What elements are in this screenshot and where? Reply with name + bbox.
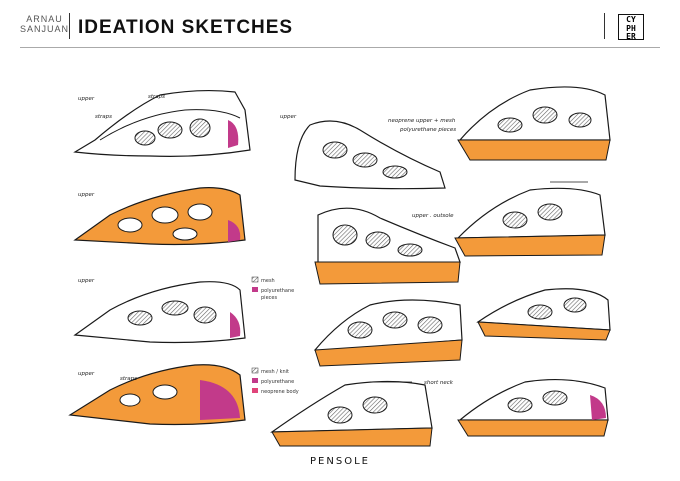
header: ARNAU SANJUAN IDEATION SKETCHES CY PH ER xyxy=(0,0,680,50)
annotation-upper-outsole: upper . outsole xyxy=(412,213,454,219)
sketch-sheet: upper straps straps upper upper mesh pol… xyxy=(68,86,611,447)
svg-text:mesh / knit: mesh / knit xyxy=(261,369,289,375)
author-name: ARNAU SANJUAN xyxy=(20,14,69,34)
svg-text:pieces: pieces xyxy=(261,295,277,301)
header-divider-right xyxy=(604,13,605,39)
svg-text:mesh: mesh xyxy=(261,278,275,284)
shoe-sketch-8: short neck xyxy=(270,380,454,447)
shoe-sketch-2: upper xyxy=(73,187,246,246)
shoe-sketch-5: upper neoprene upper + mesh polyurethane… xyxy=(280,114,456,190)
shoe-sketch-12 xyxy=(457,378,609,437)
legend-materials-2: mesh / knit polyurethane neoprene body xyxy=(251,367,299,395)
author-first-name: ARNAU xyxy=(26,14,63,24)
cypher-logo: CY PH ER xyxy=(618,14,644,41)
shoe-sketch-6: upper . outsole xyxy=(314,207,461,285)
legend-materials-1: mesh polyurethane pieces xyxy=(251,276,294,301)
shoe-sketch-7 xyxy=(314,299,463,367)
annotation-neoprene: neoprene upper + mesh xyxy=(388,118,456,124)
header-rule xyxy=(20,47,660,48)
svg-text:polyurethane: polyurethane xyxy=(261,379,294,385)
svg-text:polyurethane: polyurethane xyxy=(261,288,294,294)
shoe-sketch-9 xyxy=(457,86,611,161)
page-title: IDEATION SKETCHES xyxy=(78,17,294,38)
shoe-sketch-3: upper xyxy=(73,278,246,344)
shoe-sketch-11 xyxy=(476,288,611,341)
svg-text:neoprene body: neoprene body xyxy=(261,389,299,395)
header-divider-left xyxy=(69,13,70,39)
annotation-upper: upper xyxy=(78,192,95,198)
annotation-straps: straps xyxy=(95,114,112,120)
annotation-upper: upper xyxy=(78,278,95,284)
shoe-sketch-10 xyxy=(454,181,606,257)
pensole-logo: PENSOLE xyxy=(310,456,370,467)
shoe-sketch-4: upper straps xyxy=(68,364,246,426)
annotation-upper: upper xyxy=(78,96,95,102)
shoe-sketch-1: upper straps straps xyxy=(73,89,251,157)
annotation-upper: upper xyxy=(78,371,95,377)
annotation-upper: upper xyxy=(280,114,297,120)
annotation-short-neck: short neck xyxy=(424,380,454,386)
author-last-name: SANJUAN xyxy=(20,24,70,34)
annotation-polyurethane: polyurethane pieces xyxy=(399,127,456,133)
annotation-straps: straps xyxy=(148,94,165,100)
annotation-straps: straps xyxy=(120,376,137,382)
